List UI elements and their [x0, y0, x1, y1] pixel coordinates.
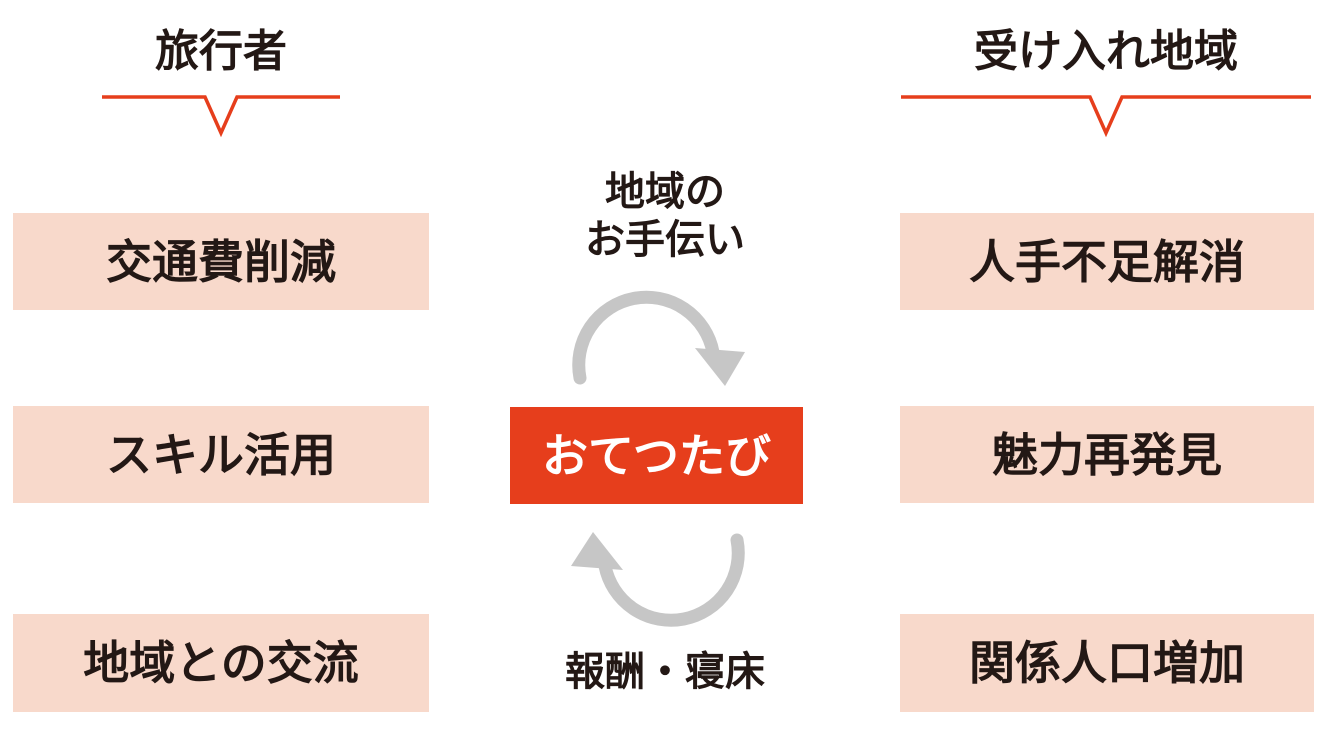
flow-label-help: 地域の お手伝い	[530, 168, 800, 264]
host-benefit-rediscovery: 魅力再発見	[900, 406, 1314, 503]
host-benefit-labor-shortage: 人手不足解消	[900, 213, 1314, 310]
cycle-arrow-top-icon	[572, 290, 745, 386]
flow-label-reward: 報酬・寝床	[565, 649, 765, 695]
traveler-benefit-transport-cost: 交通費削減	[13, 213, 429, 310]
traveler-heading: 旅行者	[155, 26, 287, 77]
host-benefit-related-population: 関係人口増加	[900, 614, 1314, 712]
traveler-heading-pointer	[102, 95, 340, 138]
otetsutabi-title: おてつたび	[510, 407, 803, 504]
flow-label-help-line1: 地域の	[605, 169, 725, 215]
flow-label-help-line2: お手伝い	[585, 217, 745, 263]
traveler-benefit-skill: スキル活用	[13, 406, 429, 503]
traveler-benefit-exchange: 地域との交流	[13, 614, 429, 712]
host-region-heading-pointer	[901, 95, 1311, 138]
host-region-heading: 受け入れ地域	[974, 26, 1238, 77]
cycle-arrow-bottom-icon	[571, 532, 745, 627]
